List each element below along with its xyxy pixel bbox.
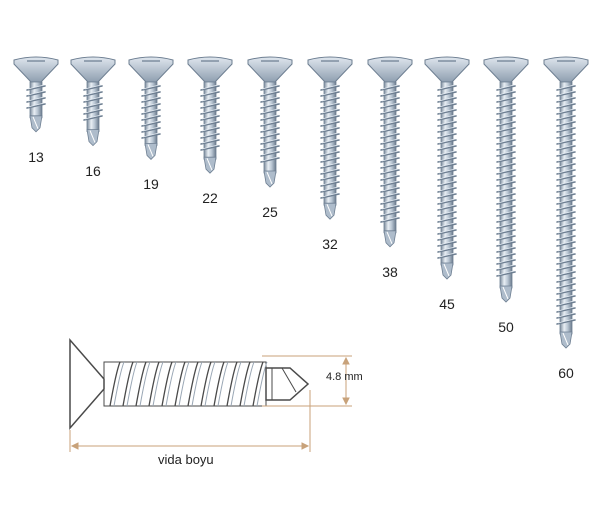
diameter-label: 4.8 mm	[326, 371, 363, 383]
length-label-13: 13	[28, 148, 44, 165]
length-label-16: 16	[85, 162, 101, 179]
length-label-50: 50	[498, 319, 514, 335]
length-label-32: 32	[322, 236, 338, 253]
screw-32	[307, 56, 353, 220]
length-label-19: 19	[143, 176, 159, 193]
diagram-drill-tip	[265, 367, 310, 401]
screw-16	[70, 56, 116, 147]
screw-25	[247, 56, 293, 188]
screw-13	[13, 56, 59, 133]
diagram-threads	[109, 361, 268, 407]
length-label-25: 25	[262, 204, 278, 220]
screw-technical-diagram	[69, 337, 352, 452]
screw-length-label: vida boyu	[158, 452, 214, 467]
length-label-22: 22	[202, 190, 218, 207]
length-label-45: 45	[439, 296, 455, 312]
screw-45	[424, 56, 470, 280]
length-dimension-line	[69, 390, 311, 452]
length-label-60: 60	[558, 365, 574, 381]
screw-60	[543, 56, 589, 349]
length-label-38: 38	[382, 263, 398, 280]
screw-19	[128, 56, 174, 160]
screw-22	[187, 56, 233, 174]
screw-50	[483, 56, 529, 303]
screw-38	[367, 56, 413, 248]
diameter-dimension-line	[262, 355, 352, 407]
diagram-screw-head	[69, 337, 105, 431]
